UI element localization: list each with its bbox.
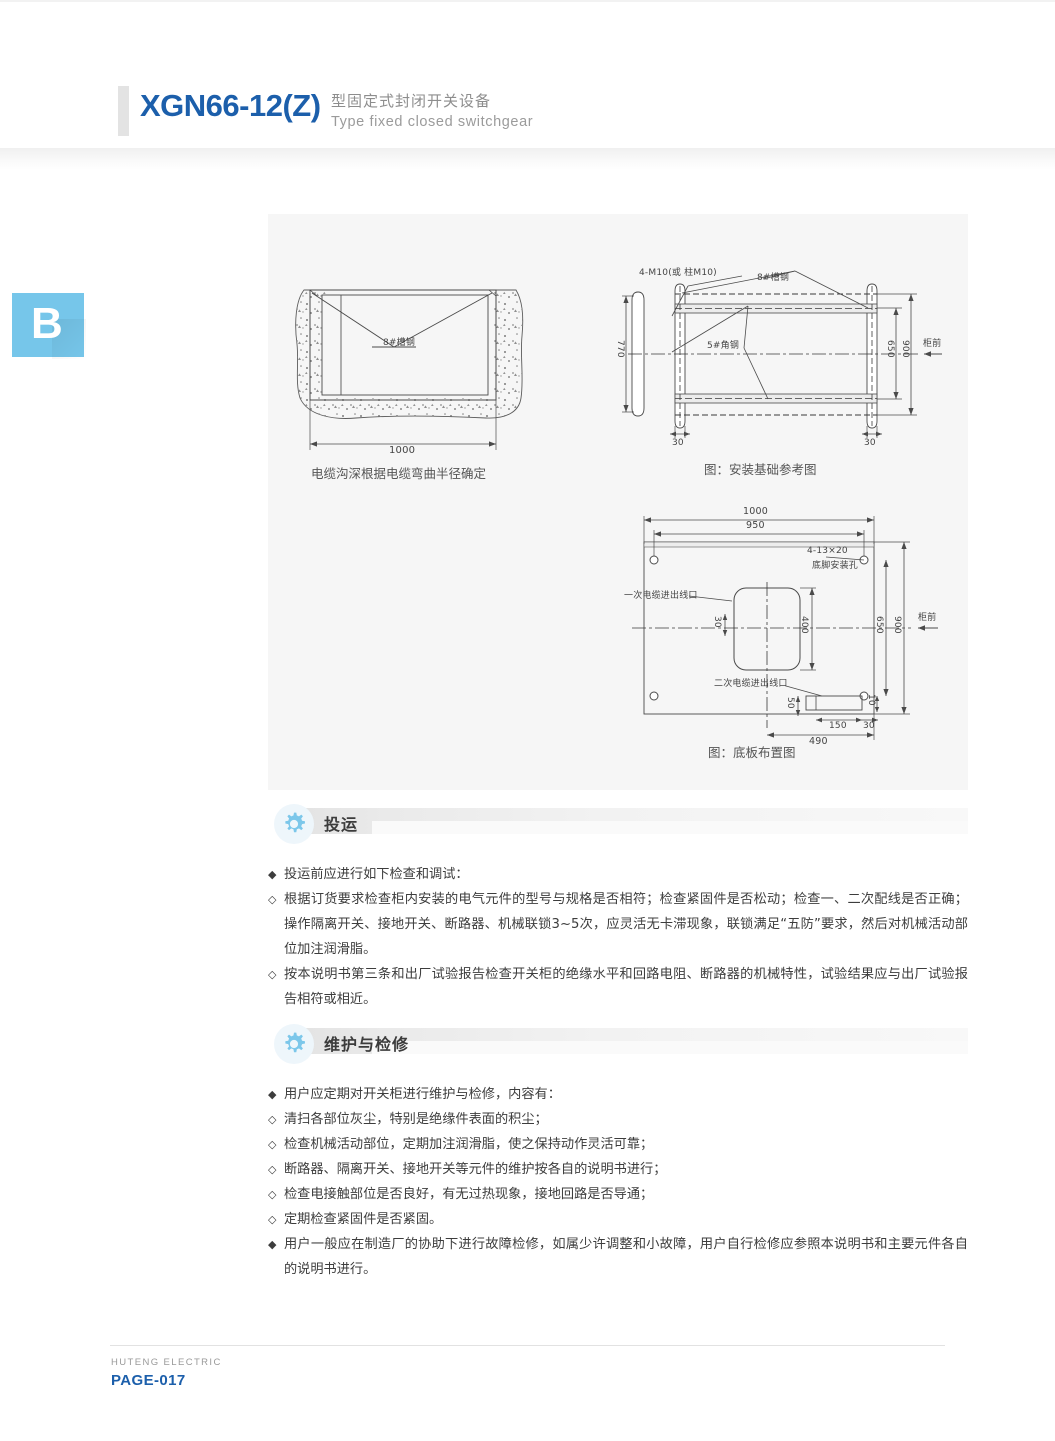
list-marker: ◆ — [268, 1088, 277, 1101]
list-marker: ◆ — [268, 1238, 277, 1251]
figure2-label-anchor: 4-M10(或 柱M10) — [639, 268, 717, 278]
list-marker: ◇ — [268, 1188, 277, 1201]
figure1-label-channel-steel: 8#槽钢 — [383, 338, 416, 348]
section-title: 维护与检修 — [324, 1035, 410, 1054]
header-top-rule — [0, 0, 1055, 2]
title-accent-bar — [118, 86, 129, 136]
figure2-dim-900: 900 — [900, 340, 910, 358]
product-model-title: XGN66-12(Z) — [140, 88, 321, 123]
list-item: ◆ 用户应定期对开关柜进行维护与检修，内容有： — [268, 1082, 968, 1107]
figure3-label-primary-cable-port: 一次电缆进出线口 — [624, 591, 698, 601]
figure3-dim-950: 950 — [746, 520, 765, 531]
gear-icon — [274, 1024, 314, 1064]
figure1-caption: 电缆沟深根据电缆弯曲半径确定 — [311, 466, 487, 481]
list-marker: ◇ — [268, 968, 277, 981]
list-item-text: 断路器、隔离开关、接地开关等元件的维护按各自的说明书进行； — [284, 1162, 667, 1177]
figure3-dim-10: 10 — [866, 694, 876, 706]
figure3-dim-900: 900 — [892, 616, 902, 634]
product-subtitle-en: Type fixed closed switchgear — [331, 114, 534, 130]
figure3-label-mount-hole-spec: 4-13×20 — [807, 546, 848, 556]
footer-brand: HUTENG ELECTRIC — [111, 1357, 222, 1368]
list-item-text: 投运前应进行如下检查和调试： — [284, 867, 469, 882]
page-header: XGN66-12(Z) 型固定式封闭开关设备 Type fixed closed… — [0, 0, 1055, 170]
figure2-label-angle-steel: 5#角钢 — [707, 341, 740, 351]
figure3-dim-30b: 30 — [863, 721, 875, 731]
figure3-dim-490: 490 — [809, 736, 828, 747]
section-band-lower — [372, 1041, 968, 1054]
footer-page-number: PAGE-017 — [111, 1372, 186, 1389]
figure3-label-front: 柜前 — [918, 613, 937, 623]
list-marker: ◇ — [268, 1113, 277, 1126]
list-marker: ◇ — [268, 893, 277, 906]
list-item-text: 定期检查紧固件是否紧固。 — [284, 1212, 443, 1227]
figure2-dim-right-30: 30 — [864, 438, 876, 448]
list-marker: ◇ — [268, 1163, 277, 1176]
figure3-dim-400: 400 — [799, 616, 809, 634]
list-item: ◇ 检查电接触部位是否良好，有无过热现象，接地回路是否导通； — [268, 1182, 968, 1207]
figure1-dim-width: 1000 — [389, 445, 416, 456]
list-item: ◇ 定期检查紧固件是否紧固。 — [268, 1207, 968, 1232]
figure-panel: 8#槽钢 1000 电缆沟深根据电缆弯曲半径确定 — [268, 214, 968, 790]
figure3-caption: 图：底板布置图 — [708, 745, 796, 760]
figure3-dim-30: 30 — [712, 616, 722, 628]
figure3-label-secondary-cable-port: 二次电缆进出线口 — [714, 679, 788, 689]
footer-divider — [110, 1345, 945, 1346]
list-item-text: 检查电接触部位是否良好，有无过热现象，接地回路是否导通； — [284, 1187, 654, 1202]
list-item-text: 用户一般应在制造厂的协助下进行故障检修，如属少许调整和小故障，用户自行检修应参照… — [284, 1237, 968, 1277]
list-item: ◇ 断路器、隔离开关、接地开关等元件的维护按各自的说明书进行； — [268, 1157, 968, 1182]
section-band-lower — [372, 821, 968, 834]
figure2-label-channel-steel: 8#槽钢 — [757, 273, 790, 283]
gear-icon — [274, 804, 314, 844]
list-item: ◇ 根据订货要求检查柜内安装的电气元件的型号与规格是否相符；检查紧固件是否松动；… — [268, 887, 968, 962]
list-item: ◇ 清扫各部位灰尘，特别是绝缘件表面的积尘； — [268, 1107, 968, 1132]
section-title: 投运 — [324, 815, 359, 834]
figure3-dim-50: 50 — [785, 697, 795, 709]
list-marker: ◇ — [268, 1213, 277, 1226]
figure3-dim-650: 650 — [874, 616, 884, 634]
list-item-text: 按本说明书第三条和出厂试验报告检查开关柜的绝缘水平和回路电阻、断路器的机械特性，… — [284, 967, 968, 1007]
list-item: ◆ 投运前应进行如下检查和调试： — [268, 862, 968, 887]
section-tab-letter: B — [31, 299, 63, 348]
section-header-maintenance: 维护与检修 — [268, 1024, 968, 1064]
list-item: ◇ 检查机械活动部位，定期加注润滑脂，使之保持动作灵活可靠； — [268, 1132, 968, 1157]
header-gradient-band — [0, 148, 1055, 170]
figure3-label-mount-hole: 底脚安装孔 — [812, 561, 859, 571]
figure3-dim-1000: 1000 — [743, 506, 768, 517]
list-item: ◆ 用户一般应在制造厂的协助下进行故障检修，如属少许调整和小故障，用户自行检修应… — [268, 1232, 968, 1282]
list-item-text: 检查机械活动部位，定期加注润滑脂，使之保持动作灵活可靠； — [284, 1137, 654, 1152]
figure2-caption: 图：安装基础参考图 — [704, 462, 817, 477]
figure-foundation: 4-M10(或 柱M10) 8#槽钢 5#角钢 770 650 900 30 3… — [615, 244, 950, 464]
figure-base-plate: 1000 950 4-13×20 底脚安装孔 一次电缆进出线口 二次电缆进出线口… — [624, 504, 956, 749]
figure3-dim-150: 150 — [829, 721, 847, 731]
figure-cable-trench: 8#槽钢 1000 — [286, 252, 576, 472]
section-tab-b: B — [12, 293, 86, 359]
section-body-maintenance: ◆ 用户应定期对开关柜进行维护与检修，内容有： ◇ 清扫各部位灰尘，特别是绝缘件… — [268, 1082, 968, 1282]
list-marker: ◇ — [268, 1138, 277, 1151]
list-item-text: 根据订货要求检查柜内安装的电气元件的型号与规格是否相符；检查紧固件是否松动；检查… — [284, 892, 968, 957]
figure2-dim-left-30: 30 — [672, 438, 684, 448]
section-header-commissioning: 投运 — [268, 804, 968, 844]
figure2-dim-770: 770 — [615, 340, 625, 358]
figure2-label-front: 柜前 — [923, 339, 942, 349]
product-subtitle-cn: 型固定式封闭开关设备 — [331, 92, 492, 110]
list-item: ◇ 按本说明书第三条和出厂试验报告检查开关柜的绝缘水平和回路电阻、断路器的机械特… — [268, 962, 968, 1012]
tab-shadow — [52, 319, 86, 359]
list-marker: ◆ — [268, 868, 277, 881]
list-item-text: 用户应定期对开关柜进行维护与检修，内容有： — [284, 1087, 561, 1102]
list-item-text: 清扫各部位灰尘，特别是绝缘件表面的积尘； — [284, 1112, 548, 1127]
figure2-dim-650: 650 — [885, 340, 895, 358]
section-body-commissioning: ◆ 投运前应进行如下检查和调试： ◇ 根据订货要求检查柜内安装的电气元件的型号与… — [268, 862, 968, 1012]
